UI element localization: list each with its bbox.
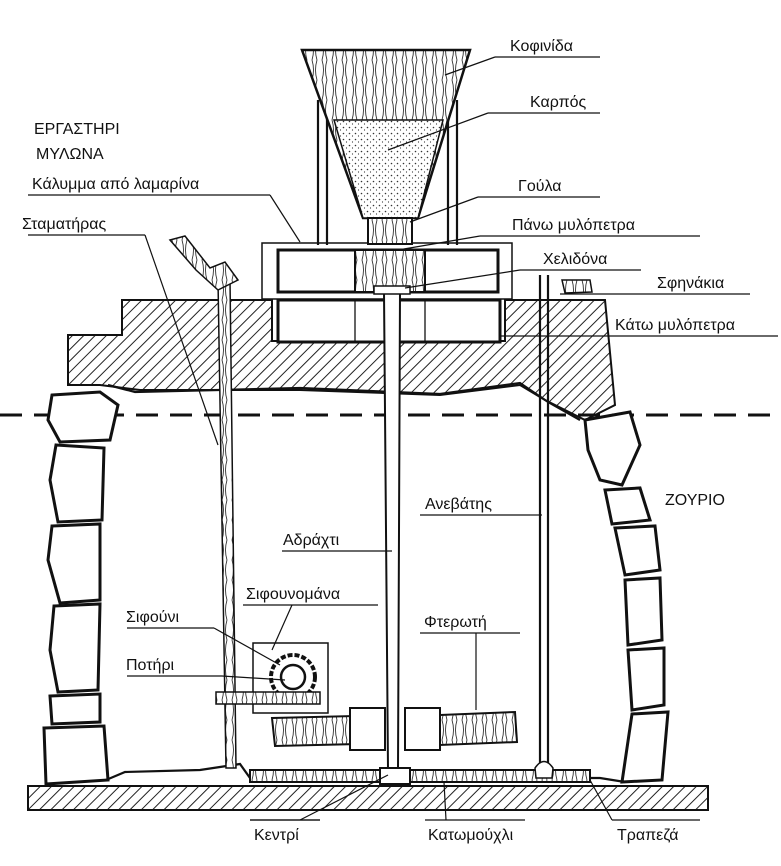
label-potiri: Ποτήρι <box>126 657 175 674</box>
label-fteroti: Φτερωτή <box>424 614 487 631</box>
title-line-1: ΕΡΓΑΣΤΗΡΙ <box>34 121 120 138</box>
left-stone-wall <box>42 390 120 786</box>
raiser-rod <box>534 275 593 779</box>
title-line-2: ΜΥΛΩΝΑ <box>36 146 104 163</box>
floor <box>27 762 709 811</box>
leader-lines <box>28 56 778 821</box>
label-sifouni: Σιφούνι <box>126 609 179 626</box>
right-stone-wall <box>583 410 670 784</box>
label-sfinakia: Σφηνάκια <box>657 275 724 292</box>
stopper-rod <box>168 235 240 769</box>
label-anevatis: Ανεβάτης <box>425 496 492 513</box>
labels: ΕΡΓΑΣΤΗΡΙ ΜΥΛΩΝΑ Κοφινίδα Καρπός Κάλυμμα… <box>22 38 735 844</box>
label-karpos: Καρπός <box>530 94 587 111</box>
label-kofinida: Κοφινίδα <box>510 38 573 55</box>
label-adrachti: Αδράχτι <box>283 532 340 549</box>
label-goula: Γούλα <box>518 178 561 195</box>
foot-plank <box>249 767 591 785</box>
label-pano-mylopetra: Πάνω μυλόπετρα <box>512 217 635 234</box>
label-stamatiras: Σταματήρας <box>22 216 107 233</box>
label-sifounomana: Σιφουνομάνα <box>246 586 340 603</box>
hopper <box>300 48 472 245</box>
label-kalymma: Κάλυμμα από λαμαρίνα <box>32 176 199 193</box>
label-kentri: Κεντρί <box>254 827 299 844</box>
label-kato-mylopetra: Κάτω μυλόπετρα <box>615 317 735 334</box>
label-trapeza: Τραπεζά <box>617 827 679 844</box>
label-katomouchli: Κατωμούχλι <box>428 827 514 844</box>
label-zone: ΖΟΥΡΙΟ <box>665 492 725 509</box>
nozzle-assembly <box>215 642 329 714</box>
label-chelidona: Χελιδόνα <box>543 251 607 268</box>
water-wheel <box>270 707 519 751</box>
upper-millstone <box>276 248 500 294</box>
